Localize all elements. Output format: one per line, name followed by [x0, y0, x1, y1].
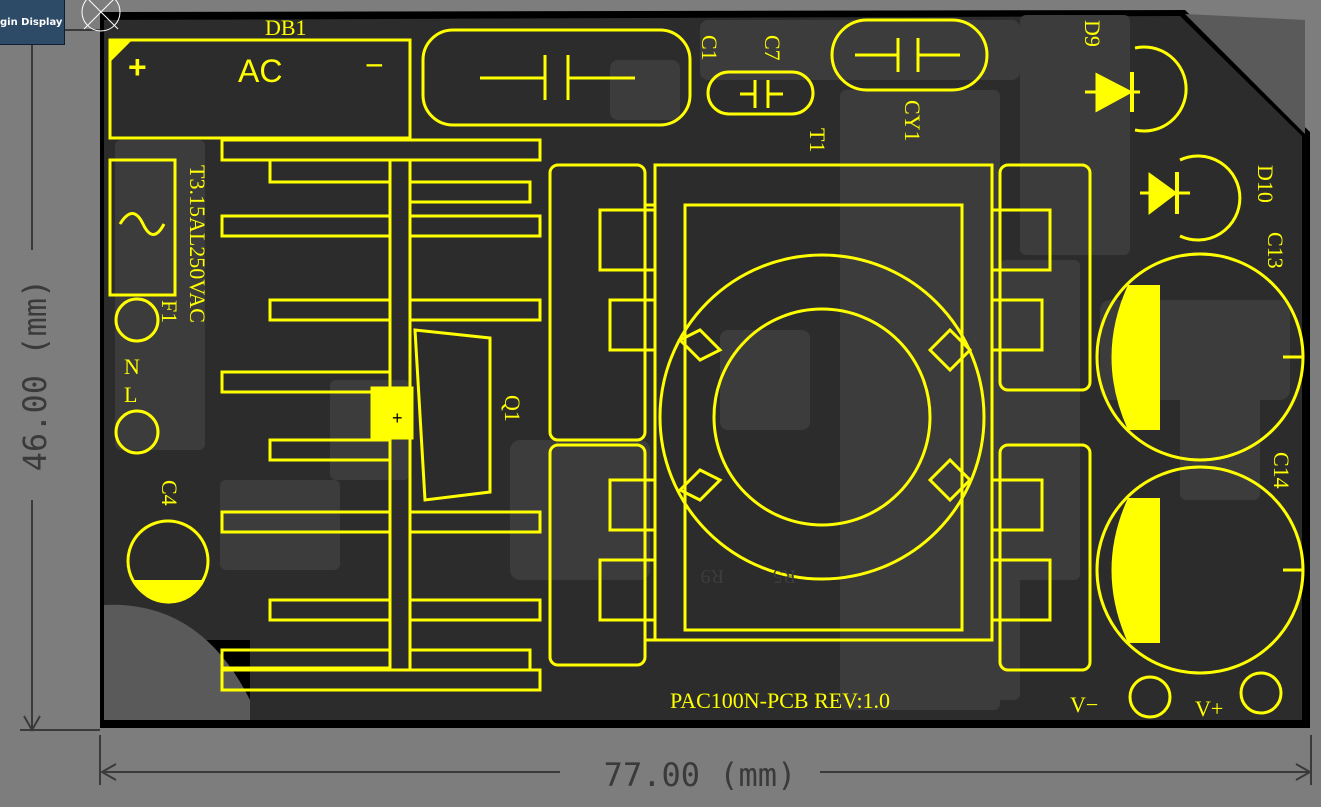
label-fuse-rating: T3.15AL250VAC — [185, 165, 210, 323]
label-n: N — [124, 354, 140, 379]
label-c7: C7 — [760, 35, 785, 61]
width-dimension-label: 77.00 (mm) — [604, 756, 797, 794]
label-c4: C4 — [157, 480, 182, 506]
label-cy1: CY1 — [900, 100, 925, 142]
view-tab[interactable]: gin Display — [0, 0, 65, 45]
silkscreen-layer — [108, 18, 1305, 719]
label-c14: C14 — [1269, 452, 1294, 489]
crosshair-cursor-icon — [81, 0, 121, 32]
silkscreen-text: DB1 AC + − C1 C7 CY1 T1 D9 D10 C13 C14 T… — [124, 15, 1294, 721]
label-v-minus: V− — [1070, 692, 1098, 717]
label-l: L — [124, 382, 137, 407]
label-minus: − — [365, 47, 384, 83]
label-c1: C1 — [697, 35, 722, 61]
label-q1-plus: + — [392, 408, 403, 428]
label-ac: AC — [238, 53, 282, 89]
copper-text: R9 R5 — [701, 565, 796, 587]
label-d10: D10 — [1253, 165, 1278, 203]
view-tab-label: gin Display — [0, 17, 63, 28]
label-r5: R5 — [773, 565, 796, 587]
label-db1: DB1 — [265, 15, 307, 40]
board-name-label: PAC100N-PCB REV:1.0 — [670, 688, 890, 713]
label-c13: C13 — [1263, 232, 1288, 269]
copper-layer — [104, 14, 1305, 720]
label-r9: R9 — [701, 565, 724, 587]
label-q1: Q1 — [500, 395, 525, 422]
height-dimension-label: 46.00 (mm) — [16, 279, 54, 472]
label-f1: F1 — [157, 300, 182, 323]
label-v-plus: V+ — [1195, 696, 1223, 721]
label-t1: T1 — [805, 128, 830, 152]
label-plus: + — [128, 49, 147, 85]
label-d9: D9 — [1080, 20, 1105, 47]
